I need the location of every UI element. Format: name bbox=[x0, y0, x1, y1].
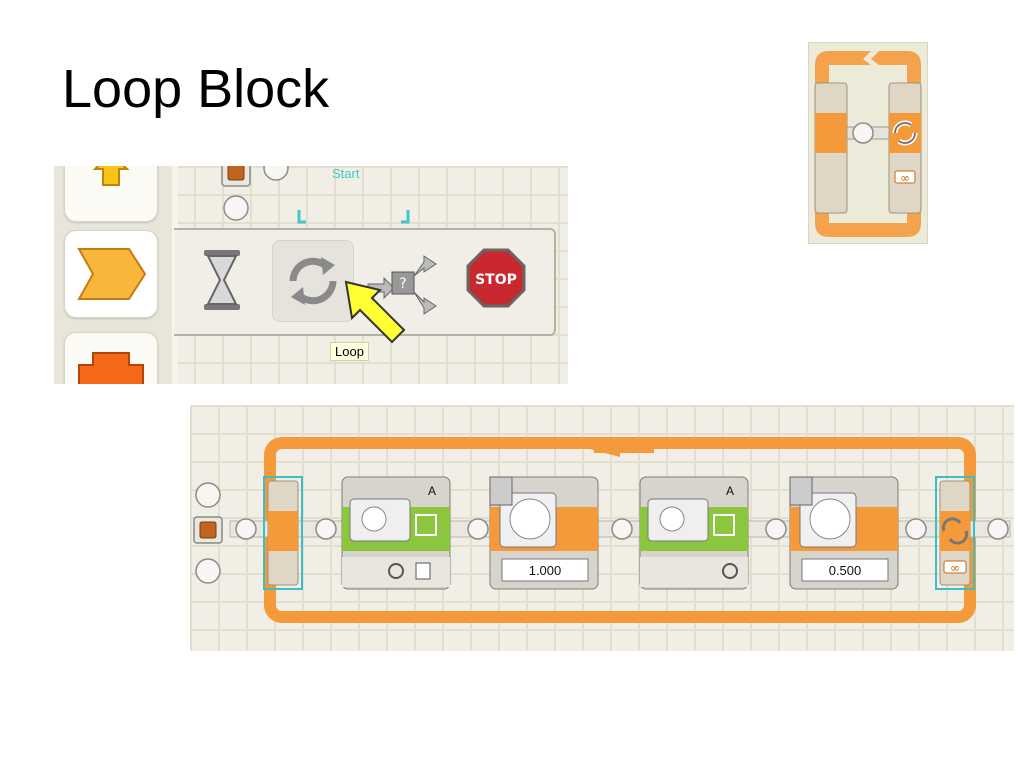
svg-text:∞: ∞ bbox=[900, 171, 910, 185]
wait-block-1[interactable] bbox=[489, 476, 599, 590]
palette-tile-action[interactable] bbox=[64, 166, 158, 222]
yellow-pointer-arrow bbox=[344, 280, 406, 344]
program-canvas: ∞ A A 1.000 0.500 bbox=[190, 405, 1014, 651]
svg-text:?: ? bbox=[399, 276, 406, 292]
flyout-stop[interactable]: STOP bbox=[456, 240, 536, 320]
flyout-loop[interactable] bbox=[272, 240, 354, 322]
palette-tile-sensor[interactable] bbox=[64, 332, 158, 384]
loop-icon bbox=[892, 120, 918, 146]
wait-2-value: 0.500 bbox=[828, 563, 862, 578]
infinity-icon: ∞ bbox=[943, 560, 967, 575]
svg-text:∞: ∞ bbox=[950, 561, 960, 575]
loop-block-icon: ∞ bbox=[808, 42, 928, 244]
start-label: Start bbox=[332, 166, 360, 181]
hourglass-icon bbox=[204, 250, 240, 310]
palette-sidebar bbox=[54, 166, 174, 384]
sensor-block-icon bbox=[78, 352, 144, 384]
stop-motor-icon bbox=[722, 563, 738, 579]
motor-1-port: A bbox=[428, 484, 437, 498]
infinity-icon: ∞ bbox=[894, 170, 916, 185]
flyout-wait[interactable] bbox=[182, 240, 262, 320]
duration-icon bbox=[415, 562, 431, 580]
flow-flyout-menu: ? STOP bbox=[174, 228, 556, 336]
power-icon bbox=[388, 563, 404, 579]
start-bracket bbox=[297, 210, 410, 224]
wait-1-value: 1.000 bbox=[528, 563, 562, 578]
palette-screenshot: Start ? bbox=[54, 166, 568, 384]
loop-icon bbox=[289, 257, 337, 305]
hourglass-icon bbox=[489, 476, 513, 506]
start-connector bbox=[221, 166, 289, 221]
motor-block-2[interactable] bbox=[639, 476, 749, 590]
loop-tooltip: Loop bbox=[330, 342, 369, 361]
flow-icon bbox=[77, 248, 147, 300]
loop-icon bbox=[941, 517, 969, 545]
palette-tile-flow[interactable] bbox=[64, 230, 158, 318]
slide-title: Loop Block bbox=[62, 59, 330, 119]
stop-sign-label: STOP bbox=[475, 272, 517, 288]
motor-block-1[interactable] bbox=[341, 476, 451, 590]
stop-sign-icon: STOP bbox=[466, 248, 526, 308]
hourglass-icon bbox=[789, 476, 813, 506]
wait-block-2[interactable] bbox=[789, 476, 899, 590]
move-up-icon bbox=[92, 166, 130, 186]
motor-2-port: A bbox=[726, 484, 735, 498]
